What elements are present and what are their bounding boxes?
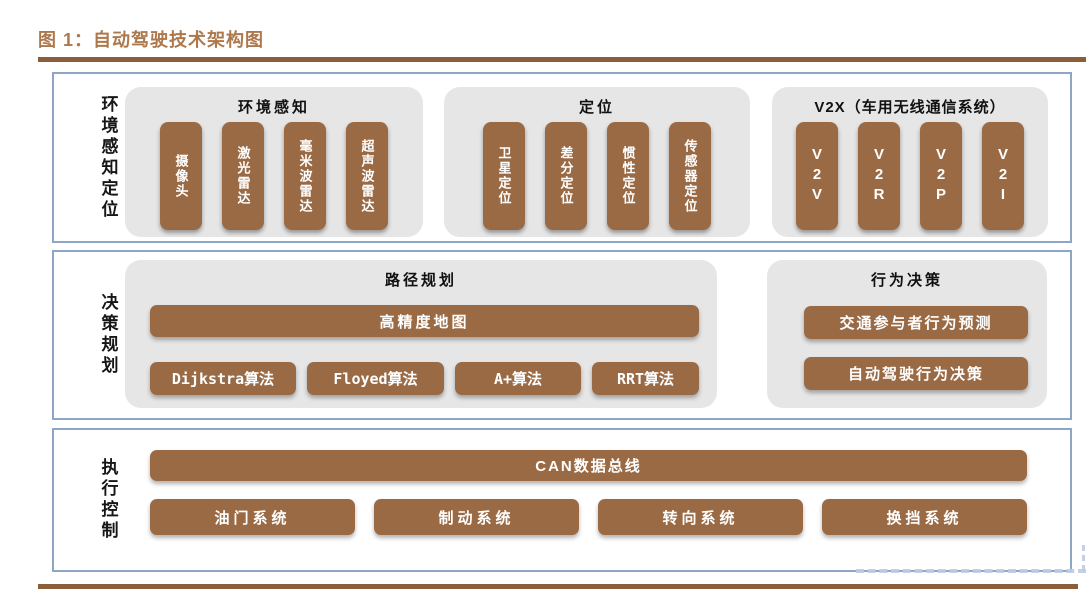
pill-label: 毫米波雷达 [297,138,313,214]
positioning-pill-row: 卫星定位 差分定位 惯性定位 传感器定位 [444,122,750,230]
watermark-remnant-vertical [1082,545,1085,571]
pill-label: V2P [932,146,950,206]
row-label-text: 决策规划 [98,293,118,377]
pill-label: 摄像头 [173,153,189,199]
positioning-pill-satellite: 卫星定位 [483,122,525,230]
panel-v2x: V2X（车用无线通信系统） V2V V2R V2P V2I [772,87,1048,237]
can-bus-bar: CAN数据总线 [150,450,1027,481]
pill-label: V2I [994,146,1012,206]
pill-label: 超声波雷达 [359,138,375,214]
panel-title-path-planning: 路径规划 [384,272,457,289]
algorithm-pill-floyed: Floyed算法 [307,362,444,395]
figure-title: 图 1：自动驾驶技术架构图 [38,30,265,50]
pill-label: 差分定位 [558,146,574,206]
top-divider-rule [38,57,1086,62]
panel-environment-sensing: 环境感知 摄像头 激光雷达 毫米波雷达 超声波雷达 [125,87,423,237]
panel-behavior-decision: 行为决策 交通参与者行为预测 自动驾驶行为决策 [767,260,1047,408]
system-pill-throttle: 油门系统 [150,499,355,535]
v2x-pill-v2v: V2V [796,122,838,230]
watermark-remnant-horizontal [856,569,1086,573]
v2x-pill-v2i: V2I [982,122,1024,230]
algorithm-pill-rrt: RRT算法 [592,362,699,395]
sensor-pill-camera: 摄像头 [160,122,202,230]
pill-label: 激光雷达 [235,146,251,206]
row-label-perception: 环境感知定位 [88,74,128,241]
algorithm-pill-row: Dijkstra算法 Floyed算法 A+算法 RRT算法 [150,362,699,395]
panel-positioning: 定位 卫星定位 差分定位 惯性定位 传感器定位 [444,87,750,237]
v2x-pill-v2r: V2R [858,122,900,230]
panel-title-positioning: 定位 [578,99,615,116]
sensor-pill-ultrasonic-radar: 超声波雷达 [346,122,388,230]
system-pill-gearshift: 换挡系统 [822,499,1027,535]
pill-label: 惯性定位 [620,146,636,206]
pill-label: 卫星定位 [496,146,512,206]
v2x-pill-v2p: V2P [920,122,962,230]
sensor-pill-lidar: 激光雷达 [222,122,264,230]
row-label-execution: 执行控制 [88,430,128,570]
system-pill-row: 油门系统 制动系统 转向系统 换挡系统 [150,499,1027,535]
behavior-pill-driving-decision: 自动驾驶行为决策 [804,357,1028,390]
system-pill-brake: 制动系统 [374,499,579,535]
panel-title-v2x: V2X（车用无线通信系统） [814,99,1006,116]
system-pill-steering: 转向系统 [598,499,803,535]
row-label-decision: 决策规划 [88,252,128,418]
bottom-divider-rule [38,584,1078,589]
algorithm-pill-dijkstra: Dijkstra算法 [150,362,296,395]
algorithm-pill-a-plus: A+算法 [455,362,581,395]
sensor-pill-row: 摄像头 激光雷达 毫米波雷达 超声波雷达 [125,122,423,230]
section-perception-positioning: 环境感知定位 环境感知 摄像头 激光雷达 毫米波雷达 超声波雷达 定位 卫星定位… [52,72,1072,243]
v2x-pill-row: V2V V2R V2P V2I [772,122,1048,230]
pill-label: V2V [808,146,826,206]
panel-path-planning: 路径规划 高精度地图 Dijkstra算法 Floyed算法 A+算法 RRT算… [125,260,717,408]
positioning-pill-differential: 差分定位 [545,122,587,230]
hd-map-bar: 高精度地图 [150,305,699,337]
section-decision-planning: 决策规划 路径规划 高精度地图 Dijkstra算法 Floyed算法 A+算法… [52,250,1072,420]
pill-label: 传感器定位 [682,138,698,214]
positioning-pill-inertial: 惯性定位 [607,122,649,230]
panel-title-environment-sensing: 环境感知 [237,99,310,116]
panel-title-behavior-decision: 行为决策 [870,272,943,289]
positioning-pill-sensor: 传感器定位 [669,122,711,230]
section-execution-control: 执行控制 CAN数据总线 油门系统 制动系统 转向系统 换挡系统 [52,428,1072,572]
behavior-pill-traffic-prediction: 交通参与者行为预测 [804,306,1028,339]
row-label-text: 环境感知定位 [98,94,118,221]
row-label-text: 执行控制 [98,458,118,542]
sensor-pill-mmwave-radar: 毫米波雷达 [284,122,326,230]
pill-label: V2R [870,146,888,206]
